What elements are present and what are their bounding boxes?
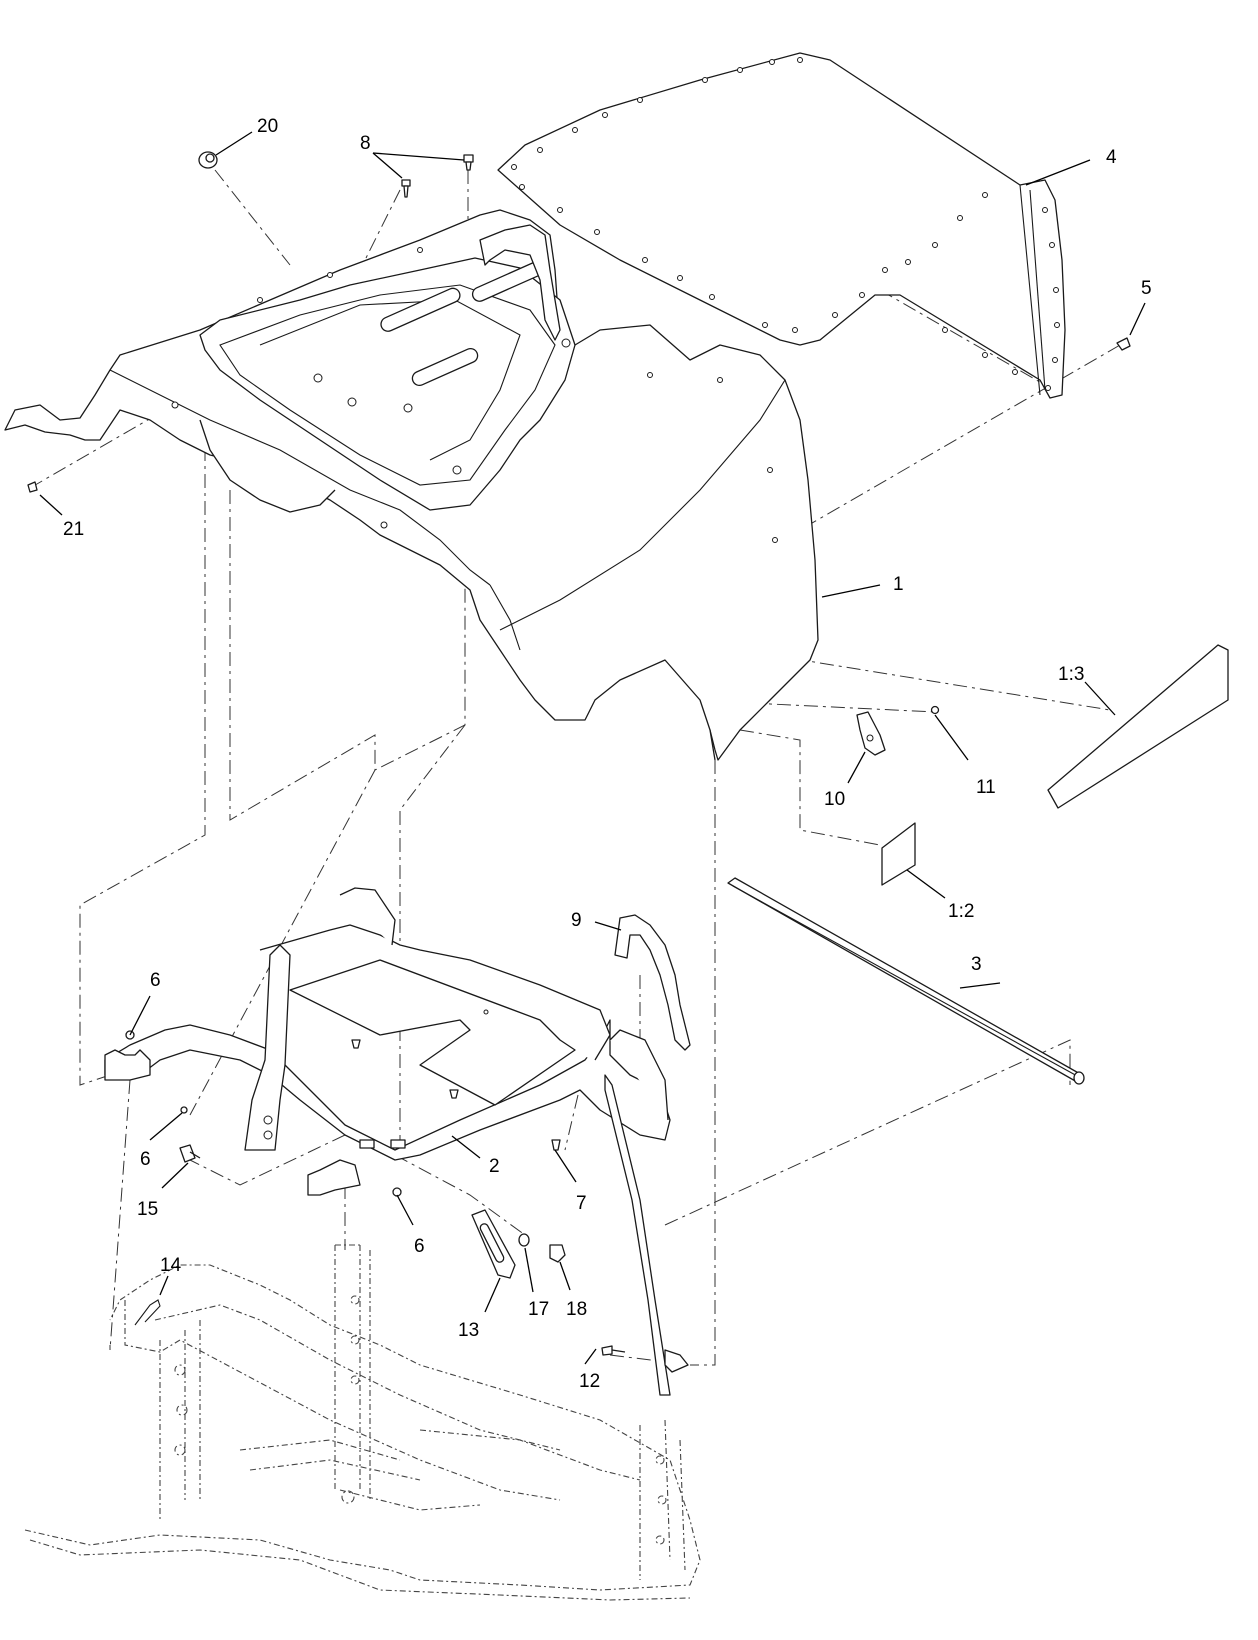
part-13-link bbox=[471, 1209, 516, 1279]
callout-11: 11 bbox=[976, 777, 996, 798]
part-1-rear-fender bbox=[4, 209, 819, 761]
part-1-holes bbox=[171, 247, 778, 543]
callout-13: 13 bbox=[458, 1320, 479, 1341]
callout-6-bottom: 6 bbox=[414, 1236, 425, 1257]
callout-4: 4 bbox=[1106, 147, 1117, 168]
callout-15: 15 bbox=[137, 1199, 158, 1220]
part-3-rod bbox=[727, 877, 1085, 1085]
callout-5: 5 bbox=[1141, 278, 1152, 299]
callout-14: 14 bbox=[160, 1255, 182, 1276]
leader-lines bbox=[39, 131, 1146, 1365]
part-1-2-decal bbox=[881, 822, 916, 886]
callout-2: 2 bbox=[489, 1156, 500, 1177]
callout-6-left: 6 bbox=[140, 1149, 151, 1170]
part-9-bracket bbox=[614, 914, 691, 1051]
callout-6-top: 6 bbox=[150, 970, 161, 991]
callout-21: 21 bbox=[63, 519, 84, 540]
callout-1-3: 1:3 bbox=[1058, 664, 1084, 685]
hardware bbox=[27, 151, 1131, 1373]
callout-7: 7 bbox=[576, 1193, 587, 1214]
callout-9: 9 bbox=[571, 910, 582, 931]
callouts: 1 2 3 4 5 6 6 6 7 8 9 10 11 12 13 14 15 … bbox=[63, 116, 1152, 1392]
part-1-3-decal bbox=[1047, 644, 1229, 809]
callout-18: 18 bbox=[566, 1299, 587, 1320]
callout-1: 1 bbox=[893, 574, 904, 595]
callout-8: 8 bbox=[360, 133, 371, 154]
tractor-frame-phantom bbox=[24, 1244, 701, 1601]
callout-12: 12 bbox=[579, 1371, 600, 1392]
callout-1-2: 1:2 bbox=[948, 901, 974, 922]
part-4-top-panel bbox=[497, 52, 1066, 399]
callout-17: 17 bbox=[528, 1299, 549, 1320]
callout-10: 10 bbox=[824, 789, 845, 810]
part-10-clip bbox=[856, 711, 886, 756]
part-2-platform bbox=[104, 887, 671, 1396]
callout-20: 20 bbox=[257, 116, 278, 137]
callout-3: 3 bbox=[971, 954, 982, 975]
part-4-rivet-holes bbox=[511, 57, 1060, 391]
